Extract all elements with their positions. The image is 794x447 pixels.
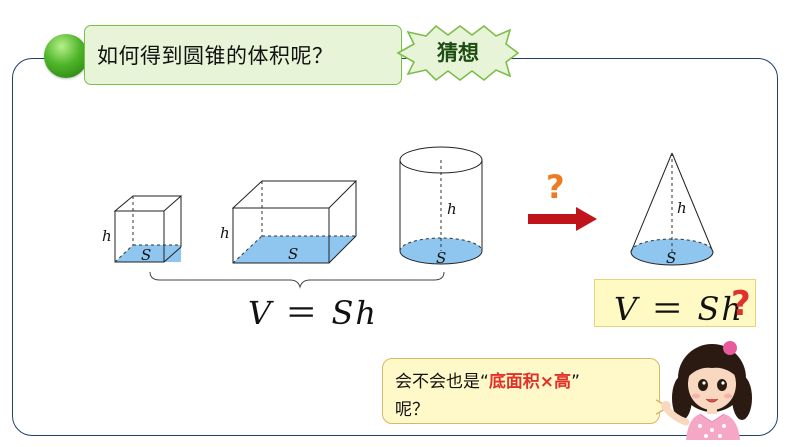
right-arrow-icon	[528, 207, 597, 231]
speech-line-1: 会不会也是“底面积×高”	[395, 372, 580, 392]
question-banner: 如何得到圆锥的体积呢？	[84, 25, 402, 85]
question-text: 如何得到圆锥的体积呢？	[97, 44, 334, 68]
group-brace	[149, 271, 445, 289]
guess-formula-box	[594, 279, 756, 327]
cylinder-figure: h S	[399, 146, 483, 267]
girl-character-icon	[661, 341, 752, 440]
cone-h-label: h	[677, 199, 687, 217]
speech-highlight: 底面积×高	[488, 372, 572, 392]
cube-figure: h S	[102, 195, 183, 264]
guess-volume-formula: V ＝ Sh	[614, 290, 744, 328]
cube-s-label: S	[141, 246, 151, 264]
cuboid-figure: h S	[220, 180, 358, 264]
cylinder-s-label: S	[436, 249, 446, 267]
cube-h-label: h	[102, 227, 112, 245]
guess-tag: 猜想	[437, 41, 479, 65]
starburst-tag-icon	[396, 24, 520, 82]
green-ball-icon	[44, 34, 88, 78]
speech-bubble: 会不会也是“底面积×高” 呢？	[382, 358, 660, 424]
speech-line-2: 呢？	[395, 400, 429, 420]
cylinder-h-label: h	[447, 200, 457, 218]
cuboid-h-label: h	[220, 224, 230, 242]
cone-figure: h S	[630, 152, 714, 267]
arrow-question-mark: ?	[546, 168, 565, 206]
known-volume-formula: V ＝ Sh	[248, 294, 378, 332]
cuboid-s-label: S	[288, 245, 298, 263]
cone-s-label: S	[666, 249, 676, 267]
formula-question-mark: ?	[731, 284, 751, 324]
